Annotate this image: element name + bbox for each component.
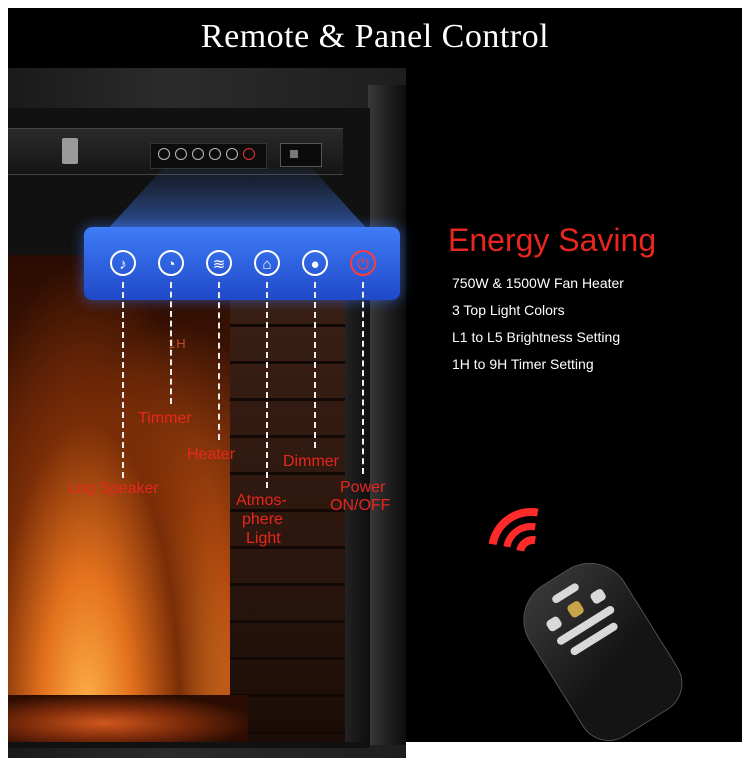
- side-post: [345, 260, 370, 742]
- label-atmosphere-1: Atmos-: [236, 492, 287, 509]
- bar-handle: [62, 138, 78, 164]
- remote-button: [589, 587, 608, 606]
- flame-area: [8, 255, 233, 742]
- leader-log-speaker: [122, 282, 124, 478]
- mini-light-icon: [209, 148, 221, 160]
- mini-timer-icon: [175, 148, 187, 160]
- timer-display: 1H: [168, 336, 187, 351]
- remote-button: [544, 615, 564, 633]
- label-atmosphere-3: Light: [246, 530, 281, 547]
- label-heater: Heater: [187, 446, 236, 463]
- leader-dimmer: [314, 282, 316, 448]
- feature-item: 1H to 9H Timer Setting: [452, 356, 594, 372]
- image-title: Remote & Panel Control: [200, 18, 550, 55]
- mini-heater-icon: [192, 148, 204, 160]
- brick-wall: [230, 290, 345, 742]
- power-icon: ⏻: [350, 250, 376, 276]
- leader-atmosphere: [266, 282, 268, 488]
- zoomed-control-panel: [84, 227, 400, 300]
- glowing-logs: [8, 695, 248, 742]
- fireplace-frame-edge: [368, 85, 406, 745]
- timer-icon: ◔: [158, 250, 184, 276]
- atmosphere-light-icon: ⌂: [254, 250, 280, 276]
- label-timmer: Timmer: [138, 410, 192, 427]
- label-dimmer: Dimmer: [283, 453, 339, 470]
- feature-item: 750W & 1500W Fan Heater: [452, 275, 624, 291]
- mini-speaker-icon: [158, 148, 170, 160]
- mini-dimmer-icon: [226, 148, 238, 160]
- heater-icon: ≋: [206, 250, 232, 276]
- mini-power-icon: [243, 148, 255, 160]
- log-speaker-icon: ♪: [110, 250, 136, 276]
- remote-button: [565, 599, 586, 619]
- feature-item: L1 to L5 Brightness Setting: [452, 329, 621, 345]
- leader-timer: [170, 282, 172, 404]
- rocker-switch-knob: [290, 150, 298, 158]
- dimmer-icon: ●: [302, 250, 328, 276]
- label-log-speaker: Log Speaker: [68, 480, 159, 497]
- leader-heater: [218, 282, 220, 440]
- feature-item: 3 Top Light Colors: [452, 302, 565, 318]
- leader-power: [362, 282, 364, 474]
- label-power-2: ON/OFF: [330, 497, 391, 514]
- label-atmosphere-2: phere: [242, 511, 283, 528]
- label-power-1: Power: [340, 479, 386, 496]
- energy-saving-title: Energy Saving: [448, 222, 657, 258]
- rocker-switch: [280, 143, 322, 167]
